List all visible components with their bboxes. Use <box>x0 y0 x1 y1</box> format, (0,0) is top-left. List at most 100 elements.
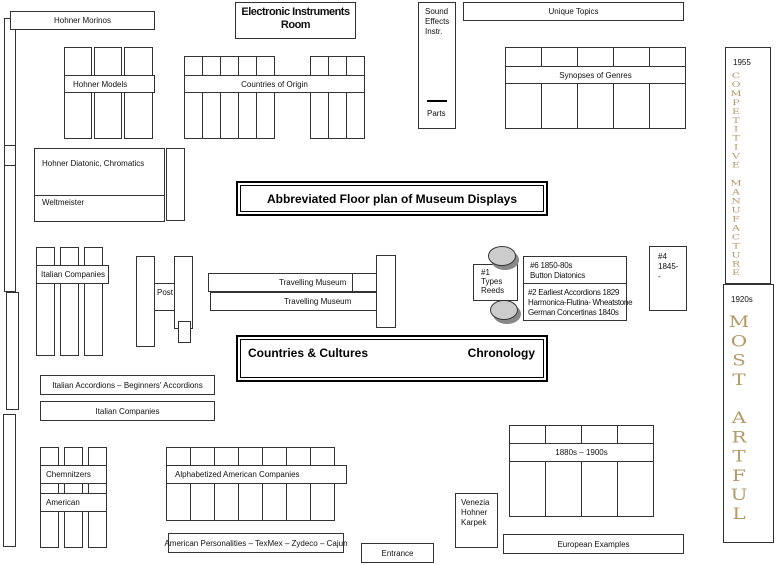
letter: E <box>731 268 741 278</box>
section-banner: Countries & Cultures Chronology <box>236 335 548 382</box>
letter: U <box>731 205 741 215</box>
label: Harmonica-Flutina- Wheatstone <box>528 298 633 307</box>
case <box>310 56 329 139</box>
case <box>509 425 546 517</box>
letter: F <box>732 465 746 485</box>
label: Hohner Morinos <box>54 16 111 25</box>
case <box>94 47 122 139</box>
case <box>124 47 153 139</box>
label: 1955 <box>733 58 751 67</box>
letter: I <box>733 142 739 152</box>
letter: T <box>732 446 746 466</box>
letter: M <box>730 88 742 98</box>
wall <box>6 292 19 410</box>
label: 1920s <box>731 295 753 304</box>
divider <box>427 100 447 102</box>
sound-effects-display: Sound Effects Instr. Parts <box>418 2 456 129</box>
letter: A <box>731 408 747 428</box>
letter: O <box>730 331 748 351</box>
letter: E <box>731 160 741 170</box>
label: Weltmeister <box>42 198 85 207</box>
display-travelling-museum: Travelling Museum <box>208 273 353 292</box>
label: American Personalities – TexMex – Zydeco… <box>164 538 348 548</box>
label: Italian Companies <box>41 270 106 279</box>
label: Italian Accordions – Beginners' Accordio… <box>52 380 203 390</box>
case <box>36 247 55 356</box>
label: Countries of Origin <box>241 79 308 89</box>
label: Button Diatonics <box>530 271 586 280</box>
case <box>649 47 686 129</box>
display-countries-of-origin: Countries of Origin <box>184 75 365 93</box>
case <box>581 425 618 517</box>
case <box>174 256 193 329</box>
letter: I <box>733 124 739 134</box>
label: #6 1850-80s <box>530 261 573 270</box>
case <box>60 247 79 356</box>
display-competitive-manufacture: 1955 <box>725 47 771 284</box>
letter: M <box>730 178 742 188</box>
letter <box>734 170 738 179</box>
display-button-diatonics: #6 1850-80s Button Diatonics <box>523 256 627 284</box>
case <box>64 47 92 139</box>
label: Entrance <box>381 548 414 558</box>
display-most-artful: 1920s <box>723 284 774 543</box>
case <box>376 255 396 328</box>
case <box>256 56 275 139</box>
page-title: Abbreviated Floor plan of Museum Display… <box>236 181 548 216</box>
letter: A <box>732 223 740 233</box>
display-1880s-1900s: 1880s – 1900s <box>509 443 654 462</box>
wall <box>3 414 16 547</box>
letter: P <box>732 97 740 107</box>
label: Parts <box>427 109 446 118</box>
label: #4 1845-- <box>658 252 679 281</box>
case <box>166 447 191 521</box>
letter <box>736 389 742 408</box>
letter: C <box>731 71 741 80</box>
display-hohner-models: Hohner Models <box>64 75 155 93</box>
wall <box>4 18 16 146</box>
label: Alphabetized American Companies <box>175 470 300 479</box>
display-european-examples: European Examples <box>503 534 684 554</box>
electronic-instruments-room: Electronic Instruments Room <box>235 2 356 39</box>
oval-marker <box>490 300 518 320</box>
letter: A <box>732 187 740 197</box>
display-italian-accordions: Italian Accordions – Beginners' Accordio… <box>40 375 215 395</box>
display-alphabetized-american: Alphabetized American Companies <box>166 465 347 484</box>
label: Chemnitzers <box>46 470 91 479</box>
display-chemnitzers: Chemnitzers <box>40 465 107 484</box>
letter: N <box>731 196 741 206</box>
case <box>328 56 347 139</box>
display-hohner-diatonic: Hohner Diatonic, Chromatics Weltmeister <box>34 148 165 222</box>
case <box>214 447 239 521</box>
label: #2 Earliest Accordions 1829 <box>528 288 620 297</box>
letter: U <box>730 484 748 504</box>
entrance: Entrance <box>361 543 434 563</box>
display-italian-companies: Italian Companies <box>36 265 109 284</box>
label: Hohner Diatonic, Chromatics <box>42 159 145 168</box>
case <box>505 47 542 129</box>
letter: M <box>728 312 750 332</box>
case <box>202 56 221 139</box>
letter: T <box>732 133 740 143</box>
case <box>166 148 185 221</box>
label: Travelling Museum <box>284 297 352 306</box>
label: European Examples <box>557 539 630 549</box>
label: American <box>46 498 80 507</box>
letter: E <box>731 106 741 116</box>
display-unique-topics: Unique Topics <box>463 2 684 21</box>
label: 1880s – 1900s <box>555 448 608 457</box>
case <box>577 47 614 129</box>
label: German Concertinas 1840s <box>528 308 619 317</box>
letter: U <box>731 250 741 260</box>
display-types-reeds: #1 Types Reeds <box>473 264 518 301</box>
display-american: American <box>40 493 107 512</box>
letter: F <box>732 214 740 224</box>
case <box>310 447 335 521</box>
letter: C <box>731 232 741 242</box>
title-text: Abbreviated Floor plan of Museum Display… <box>266 191 518 206</box>
case <box>238 56 257 139</box>
case <box>184 56 203 139</box>
letter: T <box>732 115 740 125</box>
